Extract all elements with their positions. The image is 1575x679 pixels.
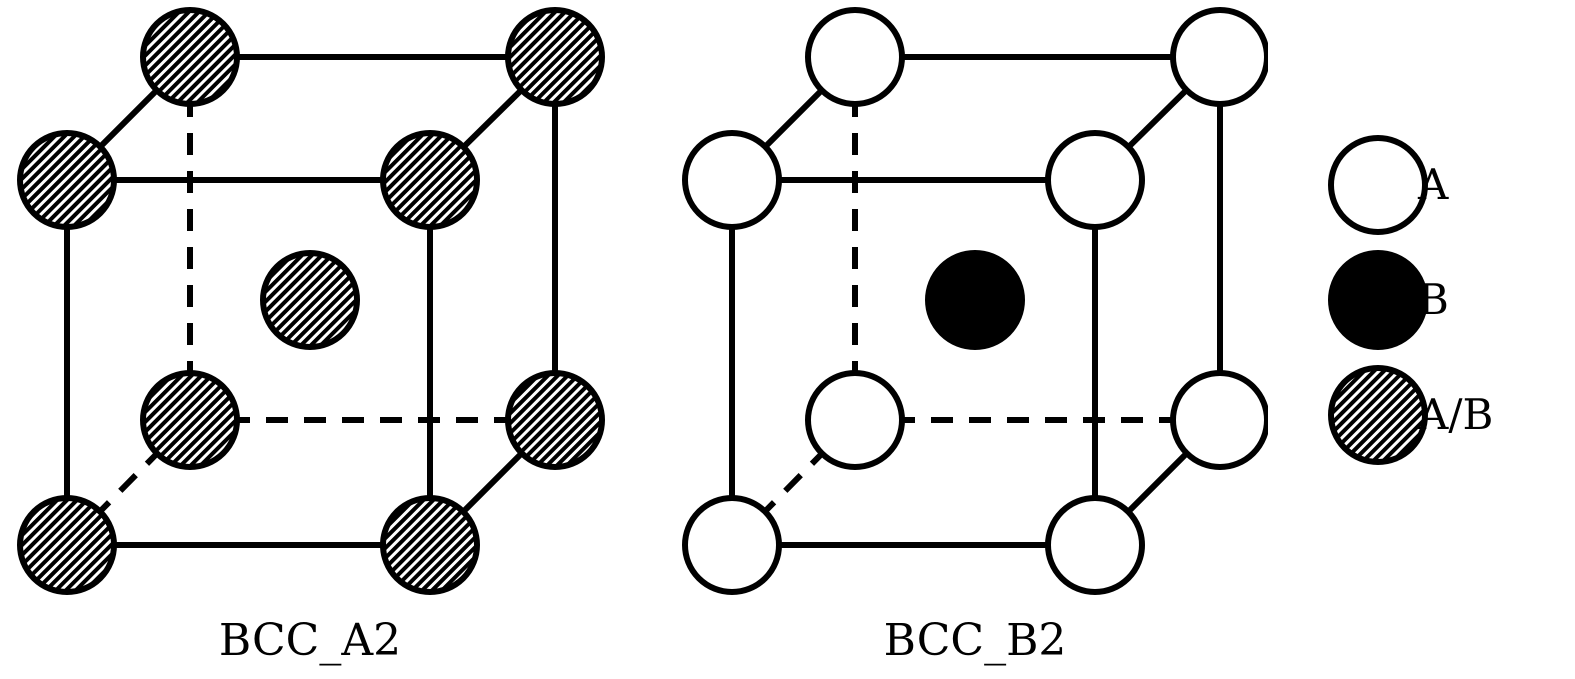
bcc-b2-cube [682, 7, 1268, 595]
legend-atom-black [1328, 250, 1428, 350]
corner-atom [1170, 7, 1268, 107]
bcc-a2-cube [17, 7, 605, 595]
legend-label-b: B [1418, 275, 1449, 324]
corner-atom [140, 370, 240, 470]
corner-atom [17, 130, 117, 230]
legend: A B A/B [1328, 135, 1493, 465]
corner-atom [505, 7, 605, 107]
hidden-edge [64, 417, 193, 548]
corner-atom [682, 130, 782, 230]
corner-atom [805, 370, 905, 470]
legend-label-ab: A/B [1417, 390, 1493, 439]
corner-atom [17, 495, 117, 595]
legend-atom-white [1328, 135, 1428, 235]
corner-atom [380, 495, 480, 595]
body-center-atom [260, 250, 360, 350]
corner-atom [505, 370, 605, 470]
legend-label-a: A [1417, 160, 1449, 209]
hidden-edge [729, 417, 858, 548]
corner-atom [1045, 130, 1145, 230]
bcc-b2-label: BCC_B2 [884, 615, 1067, 666]
corner-atom [380, 130, 480, 230]
corner-atom [140, 7, 240, 107]
legend-atom-hatched [1328, 365, 1428, 465]
body-center-atom [925, 250, 1025, 350]
bcc-a2-label: BCC_A2 [219, 615, 401, 666]
corner-atom [682, 495, 782, 595]
corner-atom [1170, 370, 1268, 470]
corner-atom [805, 7, 905, 107]
corner-atom [1045, 495, 1145, 595]
